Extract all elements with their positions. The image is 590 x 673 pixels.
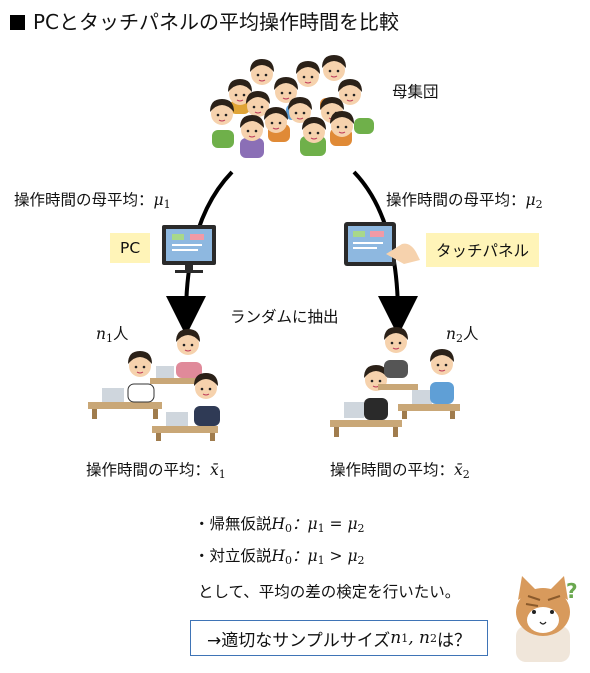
population-label: 母集団 — [392, 83, 439, 101]
pc-monitor-icon — [162, 225, 216, 273]
right-population-mean-label: 操作時間の母平均：μ2 — [386, 191, 543, 211]
page-title: PCとタッチパネルの平均操作時間を比較 — [10, 6, 399, 35]
null-hypothesis-line: ・帰無仮説H0：μ1 = μ2 — [194, 515, 365, 535]
left-sample-people-illustration — [88, 328, 220, 441]
bullet-square-icon — [10, 15, 25, 30]
left-sample-mean-label: 操作時間の平均：x̄1 — [86, 461, 226, 481]
right-sample-mean-label: 操作時間の平均：x̄2 — [330, 461, 470, 481]
conclusion-text: として、平均の差の検定を行いたい。 — [198, 583, 461, 601]
question-mark-icon: ? — [566, 579, 578, 603]
population-crowd-illustration — [209, 54, 374, 158]
right-sample-size-label: n2人 — [446, 325, 479, 345]
pc-tag: PC — [110, 233, 151, 263]
left-sample-size-label: n1人 — [96, 325, 129, 345]
cat-illustration — [516, 576, 570, 662]
right-sample-people-illustration — [330, 326, 460, 437]
random-sampling-label: ランダムに抽出 — [230, 308, 339, 326]
touch-panel-icon — [344, 222, 420, 266]
alternative-hypothesis-line: ・対立仮説H0：μ1 > μ2 — [194, 547, 365, 567]
touch-panel-tag: タッチパネル — [426, 233, 540, 267]
left-population-mean-label: 操作時間の母平均：μ1 — [14, 191, 171, 211]
